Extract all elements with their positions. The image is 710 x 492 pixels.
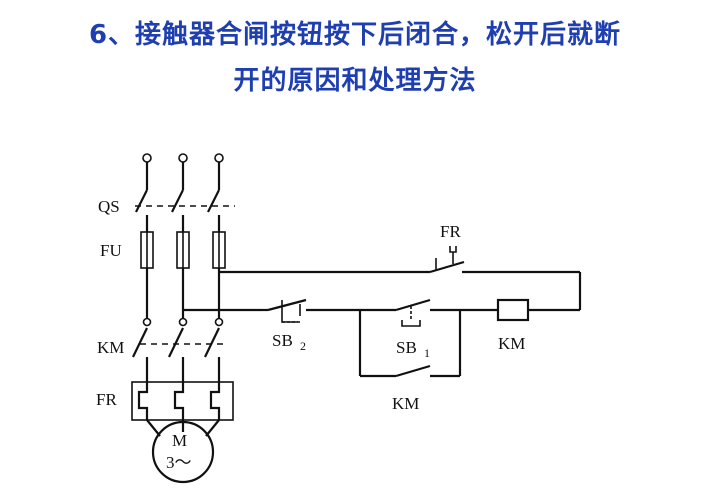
km-aux-label: KM xyxy=(392,394,419,413)
fu-fuses xyxy=(140,226,226,274)
title-line-2: 开的原因和处理方法 xyxy=(233,66,477,96)
fr-thermal-relay xyxy=(131,381,234,421)
sb1-subscript: 1 xyxy=(424,346,430,360)
km-coil xyxy=(496,298,530,322)
fu-label: FU xyxy=(100,241,122,260)
motor xyxy=(146,419,220,484)
sb1-start-button xyxy=(360,298,460,327)
fr-control-contact xyxy=(429,246,465,274)
km-coil-label: KM xyxy=(498,334,525,353)
motor-phase-label: 3～ xyxy=(166,453,192,472)
supply-terminals xyxy=(142,153,224,190)
sb2-subscript: 2 xyxy=(300,339,306,353)
qs-disconnect-switch xyxy=(135,189,235,232)
sb1-label: SB xyxy=(396,338,417,357)
fr-control-label: FR xyxy=(440,222,461,241)
km-main-label: KM xyxy=(97,338,124,357)
km-aux-contact xyxy=(358,308,498,378)
sb2-label: SB xyxy=(272,331,293,350)
km-main-contacts xyxy=(132,317,225,382)
fr-main-label: FR xyxy=(96,390,117,409)
motor-m-label: M xyxy=(172,431,187,450)
qs-label: QS xyxy=(98,197,120,216)
sb2-stop-button xyxy=(262,298,360,323)
title-line-1: 6、接触器合闸按钮按下后闭合，松开后就断 xyxy=(88,20,622,50)
control-circuit xyxy=(183,270,582,312)
